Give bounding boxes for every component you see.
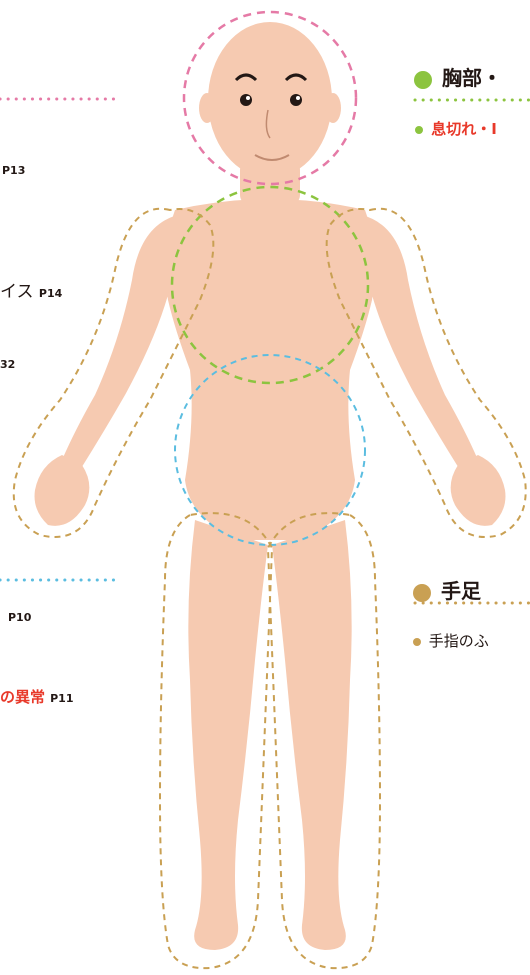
abnormal-label: の異常 P11 [0,686,73,707]
limbs-item: 手指のふ [413,630,489,651]
abdomen-page-ref: P10 [8,611,31,624]
abnormal-page-ref: P11 [50,692,73,705]
chest-heading: 胸部・ [414,62,502,91]
chest-item: 息切れ・I [415,118,497,139]
shoulder-text: イス [0,282,34,302]
shoulder-page-ref: P14 [39,287,62,300]
left-hand [35,455,90,526]
right-eye [290,94,302,106]
right-arm [350,215,478,470]
limbs-item-text: 手指のふ [429,632,489,650]
limbs-title: 手足 [441,579,481,603]
head [208,22,332,178]
chest-title: 胸部・ [442,66,502,90]
limbs-heading: 手足 [413,575,481,604]
left-eye [240,94,252,106]
bullet-dot [415,126,423,134]
chest-item-text: 息切れ・I [431,120,497,138]
bullet-dot [413,638,421,646]
abnormal-text: の異常 [0,688,45,706]
torso [165,199,375,540]
shoulder-label: イス P14 [0,277,62,302]
limbs-marker-dot [413,584,431,602]
head-page-ref: P13 [2,164,25,177]
right-leg [272,520,352,950]
left-leg [188,520,268,950]
left-arm [62,215,190,470]
human-body-figure [35,22,506,950]
right-hand [451,455,506,526]
arm-page-ref: 32 [0,358,15,371]
chest-marker-dot [414,71,432,89]
